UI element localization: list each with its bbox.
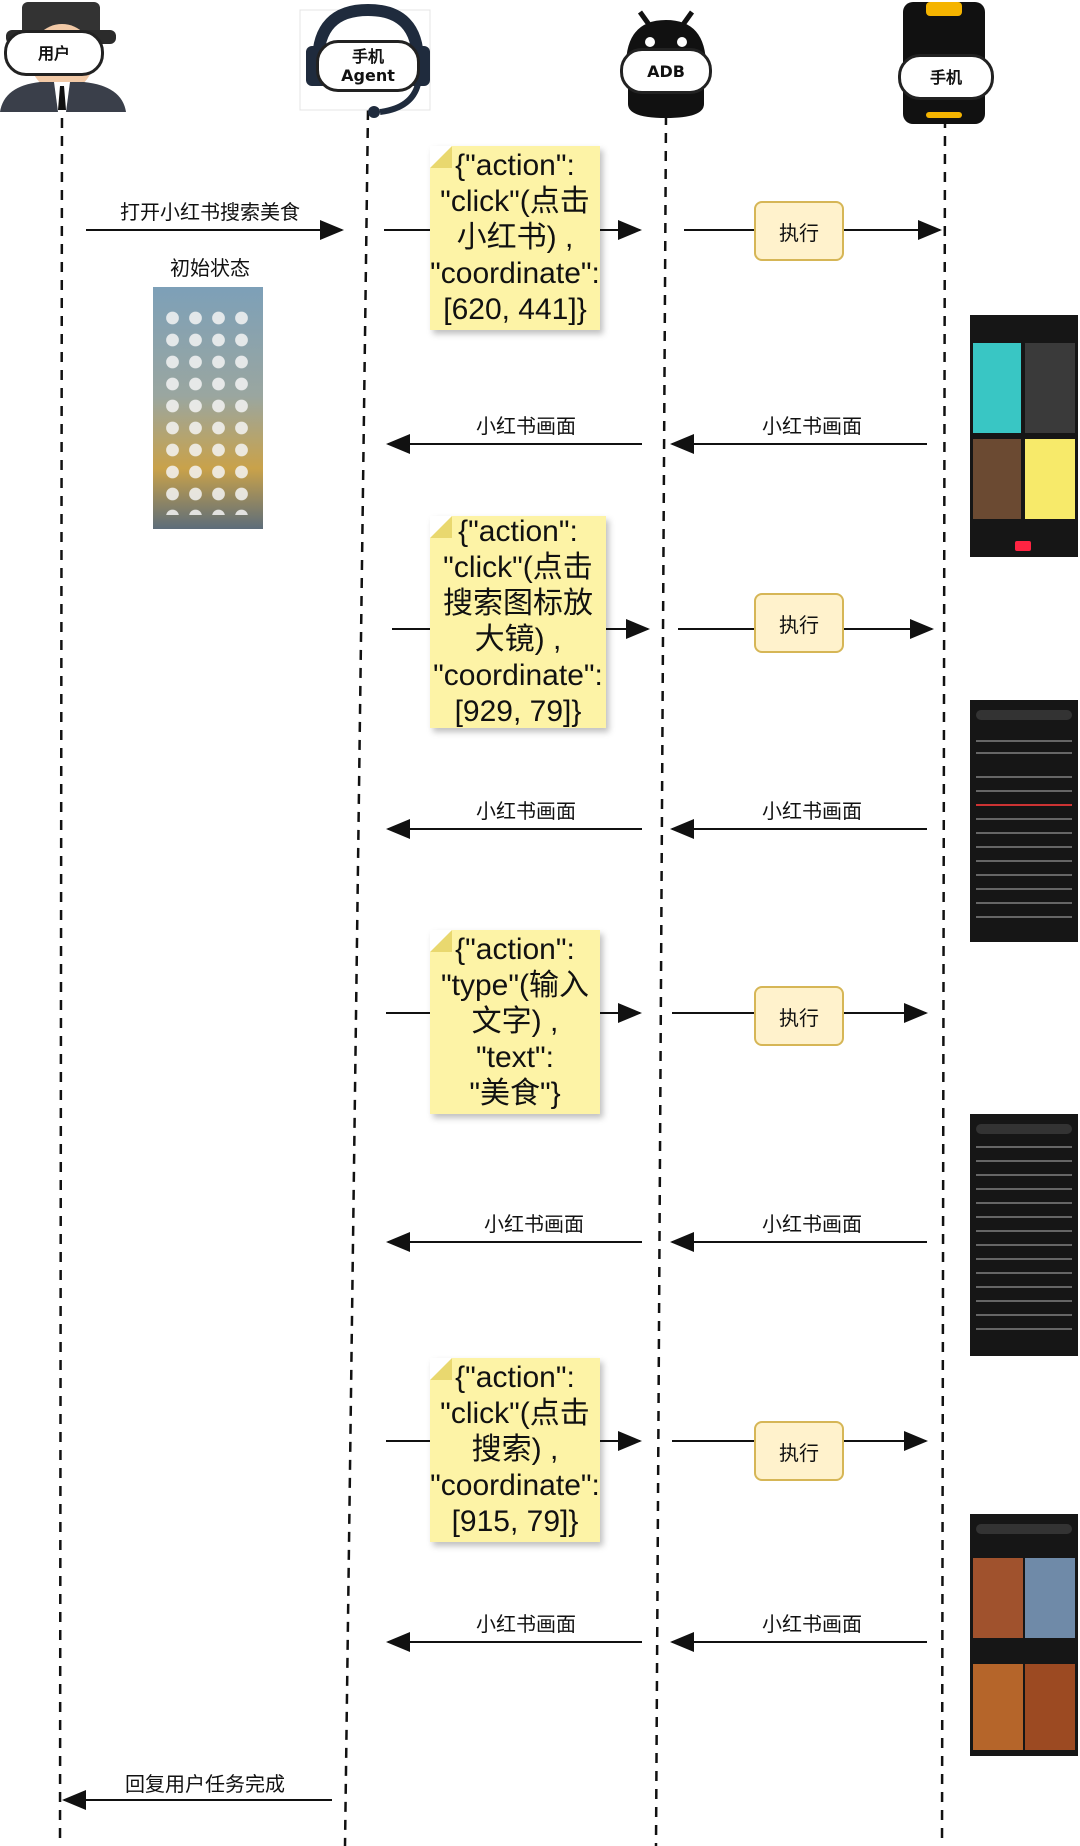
execute-box-1: 执行	[754, 201, 844, 261]
user-request-label: 打开小红书搜索美食	[120, 200, 300, 224]
screen-label-adb-3: 小红书画面	[762, 1212, 862, 1236]
app-icon-grid	[161, 307, 255, 515]
screen-label-adb-4: 小红书画面	[762, 1612, 862, 1636]
phone-actor-label: 手机	[898, 54, 994, 100]
execute-box-3: 执行	[754, 986, 844, 1046]
phone-lifeline	[940, 117, 947, 1846]
initial-state-label: 初始状态	[170, 256, 250, 280]
screen-label-agent-3: 小红书画面	[484, 1212, 584, 1236]
action-note-1: {"action": "click"(点击 小红书) , "coordinate…	[430, 146, 600, 330]
execute-box-2: 执行	[754, 593, 844, 653]
initial-home-screenshot	[153, 287, 263, 529]
action-note-4: {"action": "click"(点击 搜索) , "coordinate"…	[430, 1358, 600, 1542]
phone-screenshot-food-results	[970, 1514, 1078, 1756]
agent-actor-label: 手机 Agent	[316, 40, 420, 92]
screen-label-adb-1: 小红书画面	[762, 414, 862, 438]
phone-screenshot-xiaohongshu-home	[970, 315, 1078, 557]
action-note-2: {"action": "click"(点击 搜索图标放 大镜) , "coord…	[430, 515, 606, 728]
screen-label-agent-4: 小红书画面	[476, 1612, 576, 1636]
screen-label-adb-2: 小红书画面	[762, 799, 862, 823]
screen-label-agent-1: 小红书画面	[476, 414, 576, 438]
user-actor-label: 用户	[4, 30, 104, 76]
action-note-3: {"action": "type"(输入 文字) , "text": "美食"}	[430, 930, 600, 1114]
screen-label-agent-2: 小红书画面	[476, 799, 576, 823]
user-lifeline	[58, 99, 64, 1846]
adb-actor-label: ADB	[620, 48, 712, 94]
execute-box-4: 执行	[754, 1421, 844, 1481]
reply-label: 回复用户任务完成	[125, 1772, 285, 1796]
phone-screenshot-search-page	[970, 700, 1078, 942]
adb-lifeline	[654, 114, 668, 1846]
agent-lifeline	[343, 109, 370, 1846]
phone-screenshot-typed-query	[970, 1114, 1078, 1356]
